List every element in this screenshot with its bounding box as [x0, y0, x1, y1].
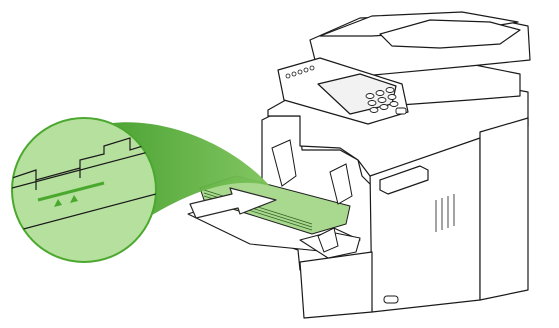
printer-body [262, 12, 530, 318]
callout-magnifier [12, 118, 156, 262]
power-button [384, 296, 398, 303]
